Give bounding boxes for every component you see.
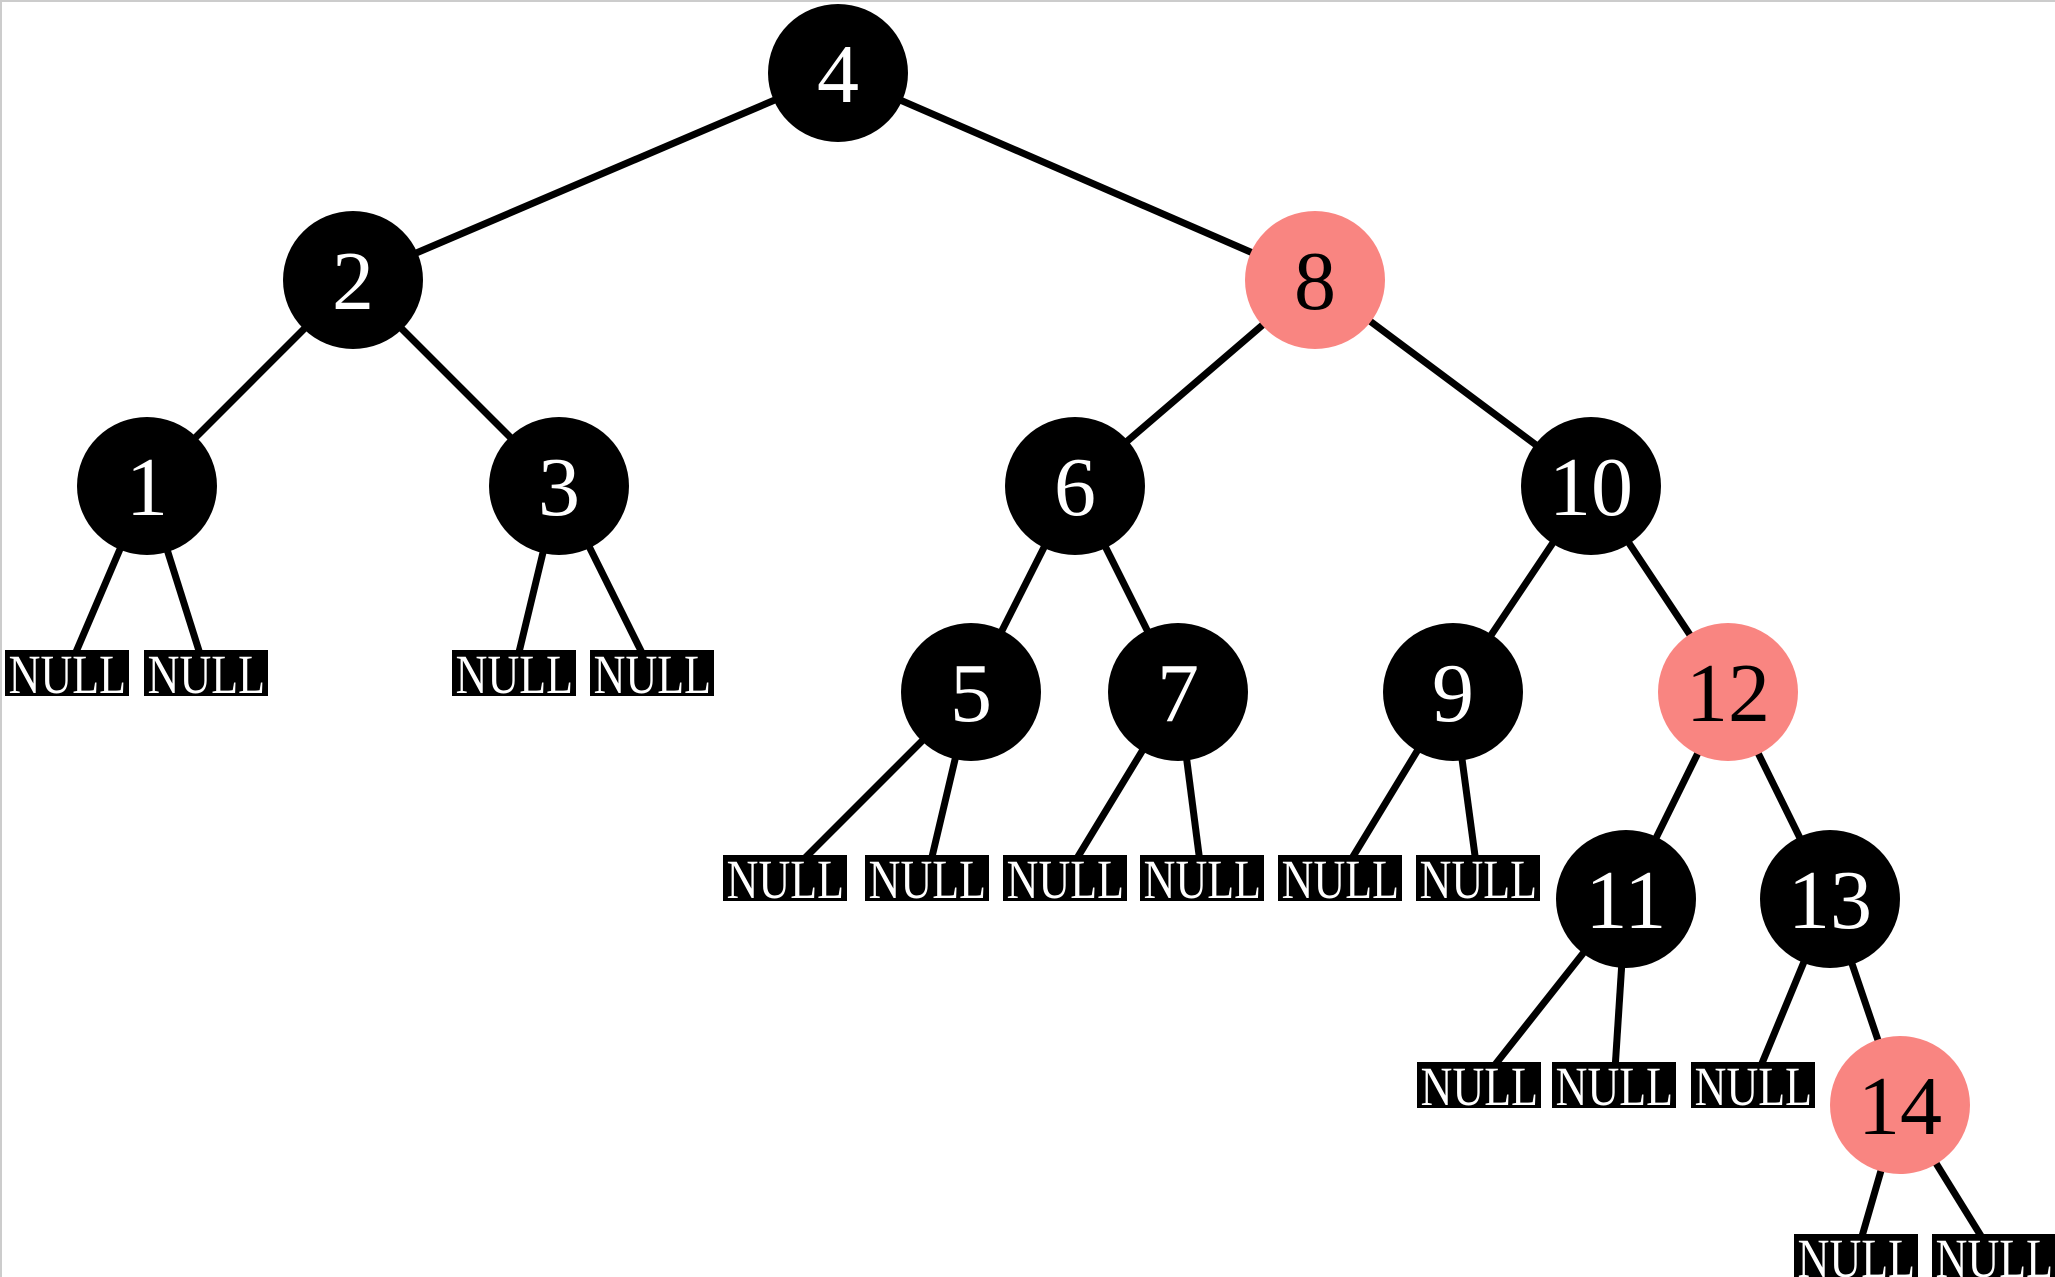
tree-node-label: 6	[1054, 441, 1096, 534]
tree-node-label: 8	[1294, 235, 1336, 328]
null-leaf-label: NULL	[1281, 848, 1399, 910]
tree-node-label: 1	[126, 441, 168, 534]
tree-node-6: 6	[1005, 417, 1145, 555]
null-leaf-label: NULL	[455, 643, 573, 705]
null-leaf-n5: NULL	[865, 852, 989, 907]
null-leaf-n4: NULL	[723, 852, 847, 907]
tree-node-14: 14	[1830, 1036, 1970, 1174]
null-leaf-n3: NULL	[590, 647, 714, 702]
tree-node-label: 12	[1686, 647, 1770, 740]
null-leaf-n2: NULL	[452, 647, 576, 702]
tree-node-3: 3	[489, 417, 629, 555]
null-leaf-n11: NULL	[1552, 1059, 1676, 1114]
tree-edge-4-8	[836, 69, 1317, 284]
tree-node-label: 9	[1432, 647, 1474, 740]
null-leaf-label: NULL	[593, 643, 711, 705]
null-leaf-label: NULL	[1143, 848, 1261, 910]
tree-node-4: 4	[768, 4, 908, 142]
tree-edge-4-2	[351, 69, 840, 284]
null-leaf-n0: NULL	[5, 647, 129, 702]
null-leaf-n9: NULL	[1416, 852, 1540, 907]
tree-node-13: 13	[1760, 830, 1900, 968]
tree-node-2: 2	[283, 211, 423, 349]
tree-node-label: 5	[950, 647, 992, 740]
null-leaf-label: NULL	[726, 848, 844, 910]
tree-node-label: 14	[1858, 1060, 1942, 1153]
null-leaf-n8: NULL	[1278, 852, 1402, 907]
null-leaf-label: NULL	[1006, 848, 1124, 910]
tree-node-label: 11	[1585, 854, 1667, 947]
null-leaf-label: NULL	[1694, 1055, 1812, 1117]
null-leaf-n1: NULL	[144, 647, 268, 702]
null-leaf-n12: NULL	[1691, 1059, 1815, 1114]
null-leaf-n7: NULL	[1140, 852, 1264, 907]
tree-node-12: 12	[1658, 623, 1798, 761]
null-leaf-n10: NULL	[1417, 1059, 1541, 1114]
null-leaf-label: NULL	[1797, 1227, 1915, 1277]
tree-node-1: 1	[77, 417, 217, 555]
null-leaf-label: NULL	[147, 643, 265, 705]
tree-node-label: 4	[817, 28, 859, 121]
tree-node-5: 5	[901, 623, 1041, 761]
tree-node-8: 8	[1245, 211, 1385, 349]
null-leaf-label: NULL	[1555, 1055, 1673, 1117]
tree-node-label: 2	[332, 235, 374, 328]
null-leaf-n13: NULL	[1794, 1227, 1918, 1277]
null-leaf-label: NULL	[8, 643, 126, 705]
tree-node-label: 3	[538, 441, 580, 534]
null-leaf-label: NULL	[868, 848, 986, 910]
tree-node-label: 13	[1788, 854, 1872, 947]
null-leaf-label: NULL	[1935, 1227, 2053, 1277]
tree-node-label: 10	[1549, 441, 1633, 534]
null-leaf-label: NULL	[1419, 848, 1537, 910]
tree-node-10: 10	[1521, 417, 1661, 555]
tree-node-7: 7	[1108, 623, 1248, 761]
tree-node-11: 11	[1556, 830, 1696, 968]
null-leaf-n6: NULL	[1003, 852, 1127, 907]
tree-node-label: 7	[1157, 647, 1199, 740]
null-leaf-label: NULL	[1420, 1055, 1538, 1117]
tree-node-9: 9	[1383, 623, 1523, 761]
null-leaf-n14: NULL	[1932, 1227, 2055, 1277]
